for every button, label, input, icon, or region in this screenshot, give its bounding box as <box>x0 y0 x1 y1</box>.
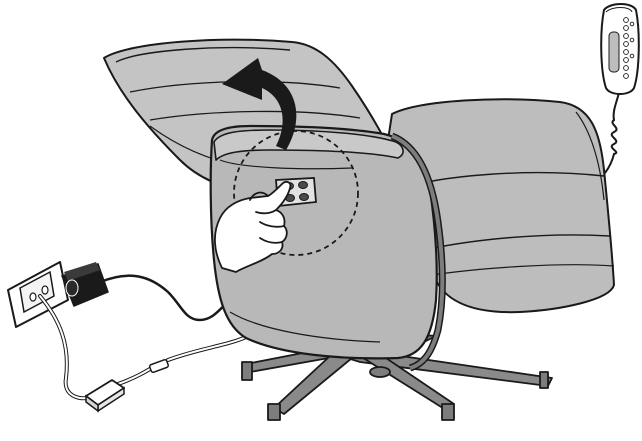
recliner-chair-icon <box>104 40 614 368</box>
power-adapter-icon <box>86 380 124 411</box>
wall-outlet-icon <box>8 262 68 327</box>
cable-connector-icon <box>149 359 169 373</box>
remote-control-icon <box>601 4 639 94</box>
plug-adapter-icon <box>62 262 108 306</box>
